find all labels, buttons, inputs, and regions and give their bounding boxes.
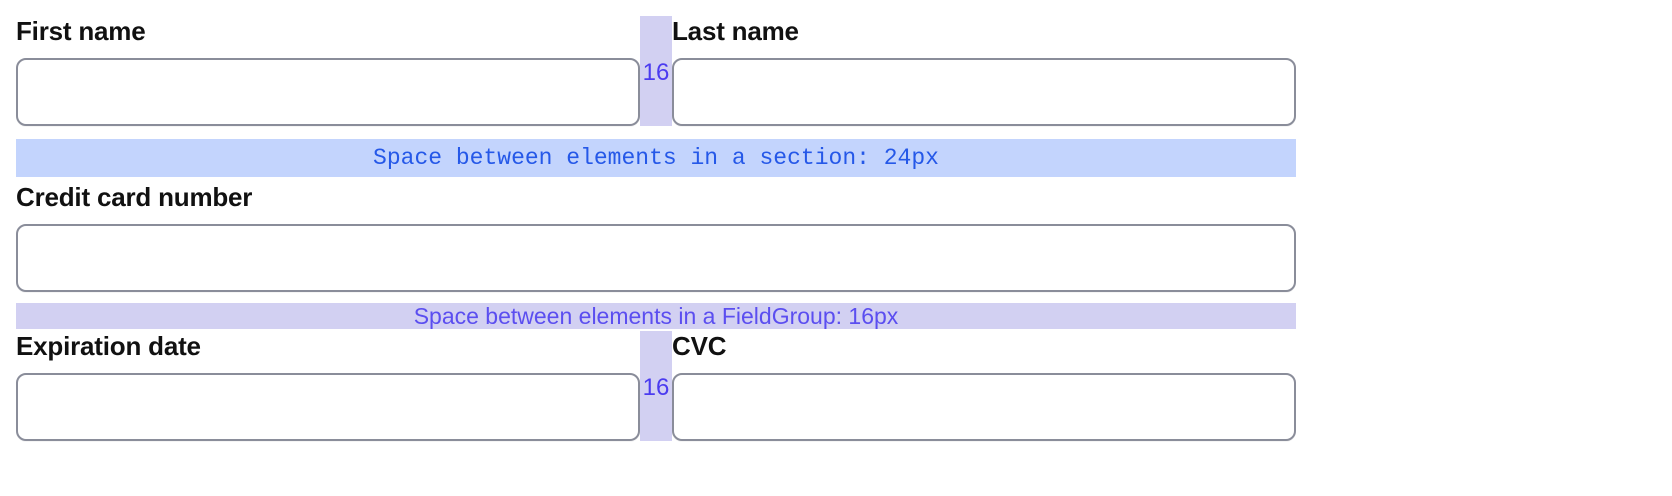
field-row-name: First name 16 Last name [16,16,1296,126]
gap-value-label: 16 [642,59,670,86]
input-cvc[interactable] [672,373,1296,441]
label-credit-card-number: Credit card number [16,182,253,212]
input-last-name[interactable] [672,58,1296,126]
input-expiration-date[interactable] [16,373,640,441]
gap-value-label: 16 [642,374,670,401]
annotation-band-section-spacing-text: Space between elements in a section: 24p… [373,145,939,171]
field-group-cvc: CVC [672,331,1296,441]
input-credit-card-number[interactable] [16,224,1296,292]
field-row-expiry-cvc: Expiration date 16 CVC [16,331,1296,441]
annotation-band-fieldgroup-spacing: Space between elements in a FieldGroup: … [16,303,1296,329]
field-group-first-name: First name [16,16,640,126]
label-last-name: Last name [672,16,799,46]
field-group-expiration-date: Expiration date [16,331,640,441]
label-first-name: First name [16,16,146,46]
field-group-last-name: Last name [672,16,1296,126]
label-expiration-date: Expiration date [16,331,201,361]
label-cvc: CVC [672,331,727,361]
field-row-credit-card: Credit card number [16,182,1296,292]
gap-strip-name-row: 16 [640,16,672,126]
input-first-name[interactable] [16,58,640,126]
annotation-band-section-spacing: Space between elements in a section: 24p… [16,139,1296,177]
gap-strip-expiry-row: 16 [640,331,672,441]
annotation-band-fieldgroup-spacing-text: Space between elements in a FieldGroup: … [413,302,899,329]
